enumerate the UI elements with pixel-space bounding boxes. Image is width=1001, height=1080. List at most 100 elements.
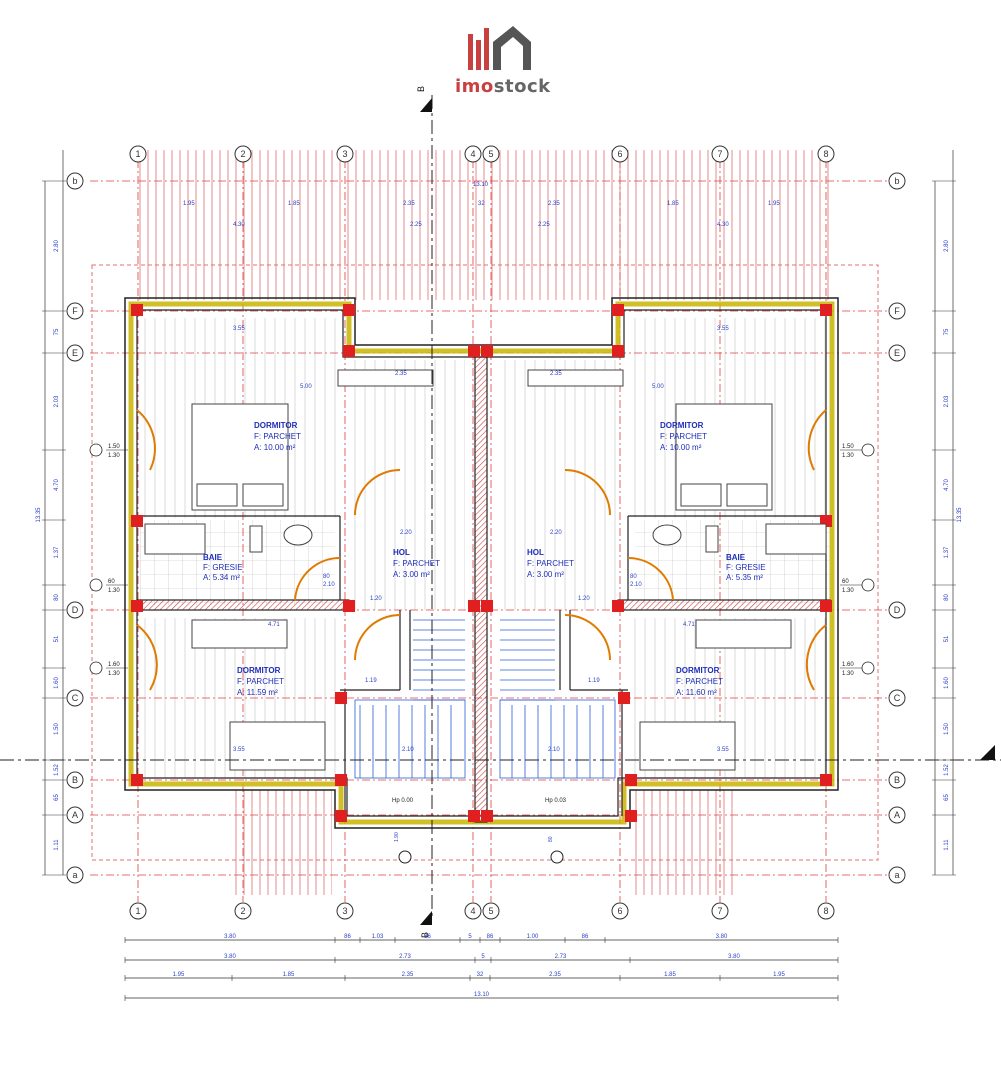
side-dim-right-3: 4.70	[944, 479, 950, 491]
grid-row-D-right: D	[894, 605, 901, 615]
bottom-dim-2-5: 1.85	[664, 972, 676, 978]
grid-row-D-left: D	[72, 605, 79, 615]
dim-corridor-l: 2.35	[395, 371, 407, 377]
window-tag-baie-top-1: 60	[842, 579, 849, 585]
side-dim-right-6: 51	[944, 635, 950, 642]
bottom-dim-0-3: 86	[424, 934, 431, 940]
room-baie-l-floor: F: GRESIE	[203, 563, 243, 572]
window-tag-lower-bottom-0: 1.30	[108, 671, 120, 677]
side-dim-right-10: 65	[944, 794, 950, 801]
grid-row-b-right: b	[894, 176, 899, 186]
grid-col-6-bottom: 6	[617, 906, 622, 916]
hp-label-l: Hp 0.00	[392, 798, 414, 804]
side-dim-right-8: 1.50	[944, 723, 950, 735]
bottom-dim-0-5: 86	[487, 934, 494, 940]
grid-row-F-right: F	[894, 306, 900, 316]
window-tag-baie-bottom-0: 1.30	[108, 588, 120, 594]
dim-bed-l: 3.55	[233, 747, 245, 753]
grid-col-8-bottom: 8	[823, 906, 828, 916]
dim-width-tr: 3.55	[717, 326, 729, 332]
side-dim-left-7: 1.60	[54, 677, 60, 689]
window-tag-lower-bottom-1: 1.30	[842, 671, 854, 677]
roof-hatch	[135, 150, 835, 895]
imostock-logo-icon	[468, 26, 531, 70]
entrance-small-2: 80	[548, 836, 554, 842]
room-hol-r-name: HOL	[527, 548, 544, 557]
room-labels: DORMITOR F: PARCHET A: 10.00 m² DORMITOR…	[203, 421, 766, 697]
section-label-top: B	[416, 86, 426, 92]
side-dim-right-2: 2.03	[944, 395, 950, 407]
roof-outline	[91, 264, 879, 861]
dim-corridor-r: 2.35	[550, 371, 562, 377]
side-dim-right-4: 1.37	[944, 546, 950, 558]
bottom-dim-0-8: 3.80	[716, 934, 728, 940]
dim-corner-l: 4.71	[268, 622, 280, 628]
grid-row-a-right: a	[894, 870, 899, 880]
bottom-dim-2-1: 1.85	[283, 972, 295, 978]
brand-name: imostock	[455, 76, 551, 97]
side-dim-left-0: 2.80	[54, 240, 60, 252]
window-tag-baie-bottom-1: 1.30	[842, 588, 854, 594]
bottom-dim-1-3: 2.73	[555, 954, 567, 960]
room-dormitor-br-name: DORMITOR	[676, 666, 720, 675]
window-tag-upper-bottom-0: 1.30	[108, 453, 120, 459]
dim-top-center-r: 2.25	[538, 222, 550, 228]
room-baie-l-area: A: 5.34 m²	[203, 573, 240, 582]
window-tag-lower-top-0: 1.60	[108, 662, 120, 668]
dim-hol-r: 2.20	[550, 530, 562, 536]
dim-top-2: 1.85	[288, 201, 300, 207]
dim-door-w-l: 80	[323, 574, 330, 580]
room-dormitor-bl-area: A: 11.59 m²	[237, 688, 278, 697]
side-dim-total-left: 13.35	[36, 507, 42, 523]
grid-col-3-bottom: 3	[342, 906, 347, 916]
room-hol-l-name: HOL	[393, 548, 410, 557]
room-dormitor-tl-name: DORMITOR	[254, 421, 298, 430]
dim-bed-r: 3.55	[717, 747, 729, 753]
dim-top-6: 1.85	[667, 201, 679, 207]
side-dim-left-3: 4.70	[54, 479, 60, 491]
dim-top-center-l: 2.25	[410, 222, 422, 228]
dim-door-h-r: 2.10	[630, 582, 642, 588]
interior-dimensions: 3.55 3.55 5.00 5.00 2.35 2.35 2.20 2.20 …	[183, 182, 780, 804]
bottom-dim-2-0: 1.95	[173, 972, 185, 978]
grid-col-2-bottom: 2	[240, 906, 245, 916]
side-dim-left-9: 1.52	[54, 764, 60, 776]
brand-prefix: imo	[455, 76, 494, 97]
bottom-dim-2-4: 2.35	[549, 972, 561, 978]
room-dormitor-tr-floor: F: PARCHET	[660, 432, 707, 441]
grid-row-B-right: B	[894, 775, 900, 785]
side-dim-left-5: 80	[54, 594, 60, 601]
side-dim-left-8: 1.50	[54, 723, 60, 735]
window-tags: 1.501.301.501.30601.30601.301.601.301.60…	[89, 443, 875, 677]
side-dim-right-7: 1.60	[944, 677, 950, 689]
room-dormitor-bl-name: DORMITOR	[237, 666, 281, 675]
entrance-small-1: 1.90	[394, 832, 400, 842]
room-dormitor-tl-area: A: 10.00 m²	[254, 443, 296, 452]
room-baie-r-floor: F: GRESIE	[726, 563, 766, 572]
room-hol-r-area: A: 3.00 m²	[527, 570, 564, 579]
room-dormitor-tr-name: DORMITOR	[660, 421, 704, 430]
grid-col-8-top: 8	[823, 149, 828, 159]
bottom-dim-2-6: 1.95	[773, 972, 785, 978]
hp-label-r: Hp 0.03	[545, 798, 567, 804]
room-baie-r-name: BAIE	[726, 553, 746, 562]
grid-row-C-right: C	[894, 693, 901, 703]
interior-walls	[136, 356, 831, 823]
bottom-dim-1-0: 3.80	[224, 954, 236, 960]
bottom-dim-0-1: 86	[344, 934, 351, 940]
dim-inner-r: 5.00	[652, 384, 664, 390]
bottom-dim-0-0: 3.80	[224, 934, 236, 940]
room-hol-r-floor: F: PARCHET	[527, 559, 574, 568]
window-tag-lower-top-1: 1.60	[842, 662, 854, 668]
room-dormitor-br-floor: F: PARCHET	[676, 677, 723, 686]
dim-stair-run-r: 2.10	[548, 747, 560, 753]
side-dim-left-6: 51	[54, 635, 60, 642]
side-dim-right-11: 1.11	[944, 839, 950, 851]
dim-top-group-r: 4.30	[717, 222, 729, 228]
room-dormitor-tr-area: A: 10.00 m²	[660, 443, 702, 452]
grid-row-A-left: A	[72, 810, 78, 820]
dim-top-5: 2.35	[548, 201, 560, 207]
bottom-dim-3-0: 13.10	[474, 992, 490, 998]
dim-landing-r: 1.19	[588, 678, 600, 684]
